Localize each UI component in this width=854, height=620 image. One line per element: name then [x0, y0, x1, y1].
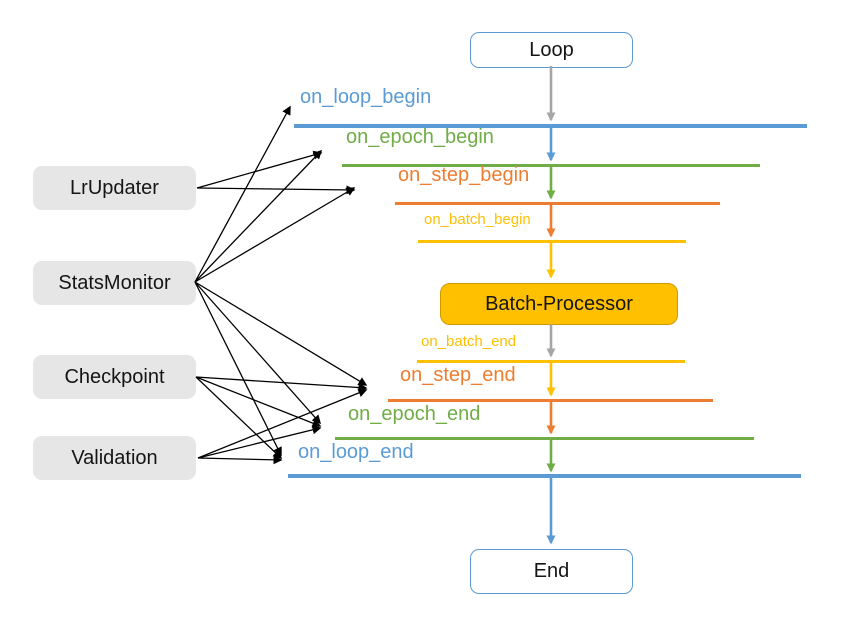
loop-node: Loop [470, 32, 633, 68]
hook-label-on_step_end: on_step_end [400, 364, 516, 386]
hook-line-on_epoch_end [335, 436, 754, 440]
callback-arrow-StatsMonitor-to-on_epoch_begin [194, 149, 323, 283]
callback-box-checkpoint: Checkpoint [33, 355, 196, 399]
end-node-label: End [533, 560, 570, 582]
hook-line-on_step_end [388, 398, 713, 402]
callback-arrow-Checkpoint-to-on_step_end [195, 376, 368, 393]
hook-line-on_batch_begin [418, 239, 686, 243]
hook-line-on_loop_end [288, 474, 801, 478]
batch-processor-label: Batch-Processor [485, 292, 633, 315]
callback-arrow-StatsMonitor-to-on_step_begin [194, 187, 356, 283]
hook-label-on_loop_end: on_loop_end [298, 441, 414, 463]
callback-box-lrupdater: LrUpdater [33, 166, 196, 210]
hook-line-on_epoch_begin [342, 163, 760, 167]
hook-label-on_epoch_end: on_epoch_end [348, 403, 481, 425]
hook-label-on_batch_end: on_batch_end [421, 333, 517, 350]
batch-processor-node: Batch-Processor [440, 283, 678, 325]
hook-line-on_batch_end [417, 359, 685, 363]
callback-arrow-StatsMonitor-to-on_epoch_end [194, 281, 321, 425]
callback-arrow-StatsMonitor-to-on_loop_end [194, 281, 282, 457]
hook-label-on_step_begin: on_step_begin [398, 164, 530, 186]
hook-label-on_loop_begin: on_loop_begin [300, 86, 432, 108]
callback-arrow-LrUpdater-to-on_step_begin [196, 185, 356, 195]
callback-box-validation: Validation [33, 436, 196, 480]
loop-node-label: Loop [529, 38, 574, 61]
hook-line-on_step_begin [395, 201, 720, 205]
callback-arrow-Checkpoint-to-on_loop_end [195, 376, 283, 460]
callback-label: LrUpdater [70, 176, 159, 199]
callback-arrow-Checkpoint-to-on_epoch_end [195, 376, 322, 428]
callback-box-statsmonitor: StatsMonitor [33, 261, 196, 305]
callback-label: StatsMonitor [58, 271, 171, 294]
callback-label: Validation [71, 446, 158, 469]
callback-arrow-StatsMonitor-to-on_loop_begin [194, 105, 291, 283]
hook-label-on_epoch_begin: on_epoch_begin [346, 126, 494, 148]
callback-label: Checkpoint [64, 365, 165, 388]
callback-arrow-LrUpdater-to-on_epoch_begin [196, 150, 323, 189]
hook-label-on_batch_begin: on_batch_begin [424, 211, 531, 228]
hook-line-on_loop_begin [294, 124, 807, 128]
end-node: End [470, 549, 633, 594]
callback-arrow-Validation-to-on_loop_end [197, 455, 283, 465]
callback-arrow-StatsMonitor-to-on_step_end [194, 281, 368, 386]
